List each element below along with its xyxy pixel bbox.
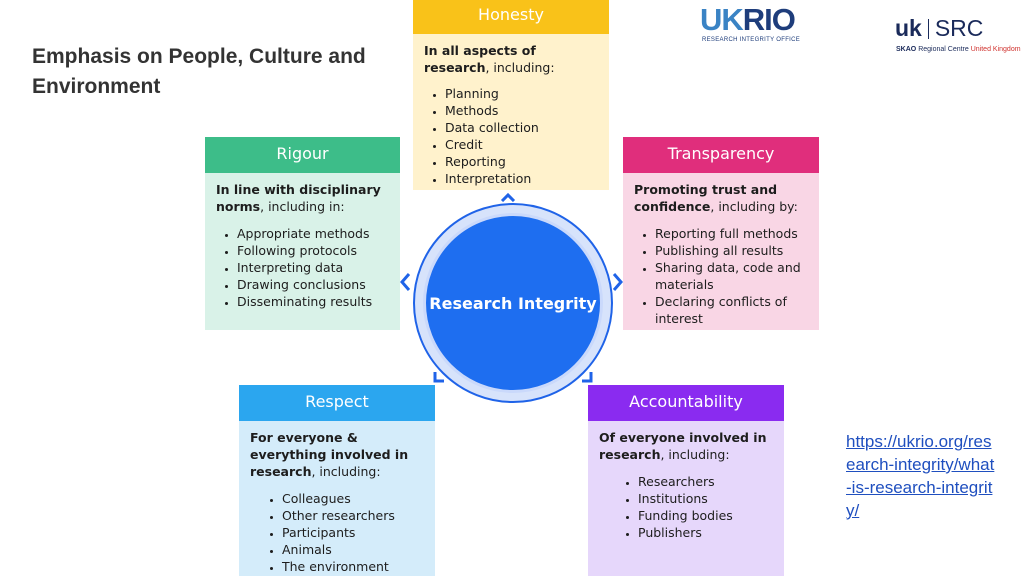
list-item: Reporting: [445, 153, 599, 170]
honesty-intro: In all aspects of research, including:: [424, 43, 555, 75]
transparency-card: Transparency Promoting trust and confide…: [623, 137, 819, 330]
ukrio-logo-subtitle: RESEARCH INTEGRITY OFFICE: [702, 37, 801, 43]
respect-heading: Respect: [239, 385, 435, 421]
list-item: Colleagues: [282, 490, 425, 507]
list-item: Data collection: [445, 119, 599, 136]
list-item: Other researchers: [282, 507, 425, 524]
hub-label: Research Integrity: [423, 213, 603, 393]
list-item: Credit: [445, 136, 599, 153]
accountability-card: Accountability Of everyone involved in r…: [588, 385, 784, 576]
list-item: Sharing data, code and materials: [655, 259, 809, 293]
ukrio-link[interactable]: https://ukrio.org/research-integrity/wha…: [846, 432, 995, 520]
rigour-intro: In line with disciplinary norms, includi…: [216, 182, 381, 214]
list-item: Publishers: [638, 524, 774, 541]
list-item: The environment: [282, 558, 425, 575]
list-item: Funding bodies: [638, 507, 774, 524]
list-item: Planning: [445, 85, 599, 102]
list-item: Drawing conclusions: [237, 276, 390, 293]
slide-title: Emphasis on People, Culture and Environm…: [32, 45, 366, 98]
chevron-left-icon: [400, 273, 411, 291]
list-item: Institutions: [638, 490, 774, 507]
chevron-up-icon: [500, 192, 516, 202]
list-item: Participants: [282, 524, 425, 541]
list-item: Publishing all results: [655, 242, 809, 259]
list-item: Reporting full methods: [655, 225, 809, 242]
list-item: Following protocols: [237, 242, 390, 259]
list-item: Appropriate methods: [237, 225, 390, 242]
list-item: Interpreting data: [237, 259, 390, 276]
accountability-intro: Of everyone involved in research, includ…: [599, 430, 767, 462]
honesty-card: Honesty In all aspects of research, incl…: [413, 0, 609, 190]
uksrc-logo-subtitle: SKAO Regional Centre United Kingdom: [896, 46, 1021, 53]
transparency-intro: Promoting trust and confidence, includin…: [634, 182, 798, 214]
honesty-heading: Honesty: [413, 0, 609, 34]
list-item: Disseminating results: [237, 293, 390, 310]
accountability-heading: Accountability: [588, 385, 784, 421]
list-item: Animals: [282, 541, 425, 558]
list-item: Researchers: [638, 473, 774, 490]
list-item: Interpretation: [445, 170, 599, 187]
rigour-card: Rigour In line with disciplinary norms, …: [205, 137, 400, 330]
respect-intro: For everyone & everything involved in re…: [250, 430, 409, 479]
ukrio-logo: UKRIO RESEARCH INTEGRITY OFFICE: [700, 2, 801, 44]
rigour-heading: Rigour: [205, 137, 400, 173]
transparency-heading: Transparency: [623, 137, 819, 173]
chevron-down-right-icon: [582, 372, 593, 383]
chevron-down-left-icon: [433, 372, 444, 383]
respect-card: Respect For everyone & everything involv…: [239, 385, 435, 576]
list-item: Declaring conflicts of interest: [655, 293, 809, 327]
chevron-right-icon: [612, 273, 623, 291]
research-integrity-hub: Research Integrity: [413, 203, 613, 403]
list-item: Methods: [445, 102, 599, 119]
